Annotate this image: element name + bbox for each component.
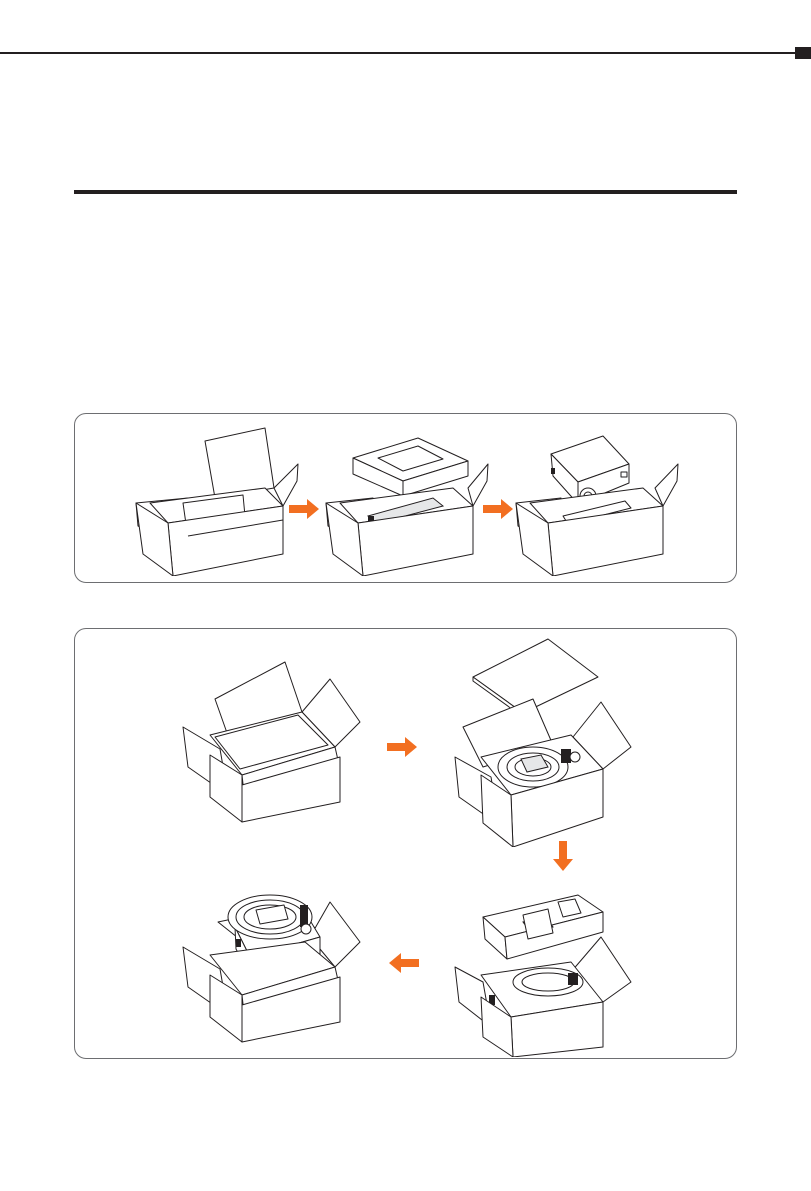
arrow-right-icon	[289, 499, 321, 519]
cover-lifted-cable-visible-figure	[453, 637, 643, 847]
charger-with-cable-lifted-out-figure	[180, 877, 370, 1047]
section-rule	[74, 190, 737, 194]
arrow-right-icon	[387, 737, 419, 757]
foam-tray-lifted-figure	[453, 877, 643, 1057]
page-edge-tab	[795, 47, 811, 59]
box-open-with-cover-figure	[180, 657, 370, 827]
unpacking-panel-1	[74, 413, 737, 583]
foam-lid-lifted-figure	[323, 426, 493, 576]
unpacking-panel-2	[74, 628, 737, 1059]
arrow-left-icon	[387, 953, 419, 973]
arrow-right-icon	[483, 499, 515, 519]
page-edge-line	[0, 52, 795, 54]
arrow-down-icon	[553, 841, 573, 873]
box-open-with-foam-figure	[133, 426, 303, 576]
charger-lifted-out-figure	[513, 426, 683, 576]
